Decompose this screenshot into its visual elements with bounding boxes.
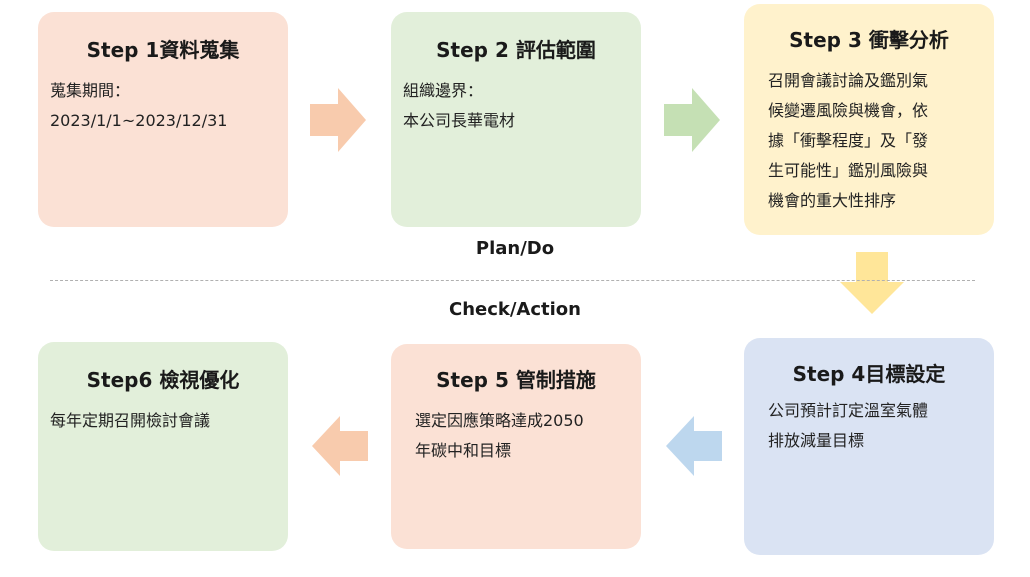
step-5-body: 選定因應策略達成2050 年碳中和目標 [415,406,584,466]
step-5-line-1: 選定因應策略達成2050 [415,411,584,430]
step-5-line-2: 年碳中和目標 [415,441,512,460]
step-6-title: Step6 檢視優化 [86,368,240,392]
step-3-body: 召開會議討論及鑑別氣 候變遷風險與機會，依 據「衝擊程度」及「發 生可能性」鑑別… [768,66,928,216]
step-2-line-1: 組織邊界： [403,81,484,100]
arrow-down-shape [840,252,904,314]
step-1-box: Step 1資料蒐集 蒐集期間： 2023/1/1~2023/12/31 [38,12,288,227]
arrow-left-shape [666,416,722,476]
arrow-right-shape [310,88,366,152]
step-2-line-2: 本公司長華電材 [403,111,516,130]
arrow-step1-to-step2 [310,88,366,152]
arrow-right-shape [664,88,720,152]
step-1-title: Step 1資料蒐集 [86,38,240,62]
step-6-body: 每年定期召開檢討會議 [50,406,210,436]
step-1-body: 蒐集期間： 2023/1/1~2023/12/31 [50,76,227,136]
step-2-box: Step 2 評估範圍 組織邊界： 本公司長華電材 [391,12,641,227]
step-3-line-5: 機會的重大性排序 [768,191,897,210]
step-4-line-1: 公司預計訂定溫室氣體 [768,401,929,420]
arrow-step3-to-step4 [840,252,904,314]
step-1-line-2: 2023/1/1~2023/12/31 [50,111,228,130]
step-6-line-1: 每年定期召開檢討會議 [50,411,211,430]
step-4-title: Step 4目標設定 [792,362,946,386]
step-5-title: Step 5 管制措施 [436,368,596,392]
step-2-body: 組織邊界： 本公司長華電材 [403,76,515,136]
step-6-box: Step6 檢視優化 每年定期召開檢討會議 [38,342,288,551]
step-4-box: Step 4目標設定 公司預計訂定溫室氣體 排放減量目標 [744,338,994,555]
step-3-line-3: 據「衝擊程度」及「發 [768,131,929,150]
step-3-line-2: 候變遷風險與機會，依 [768,101,929,120]
arrow-step5-to-step6 [312,416,368,476]
step-1-line-1: 蒐集期間： [50,81,131,100]
step-3-line-4: 生可能性」鑑別風險與 [768,161,929,180]
step-5-box: Step 5 管制措施 選定因應策略達成2050 年碳中和目標 [391,344,641,549]
check-action-label: Check/Action [448,299,581,320]
arrow-step4-to-step5 [666,416,722,476]
plan-check-divider [50,280,975,281]
step-4-line-2: 排放減量目標 [768,431,865,450]
plan-do-label: Plan/Do [475,238,555,259]
step-4-body: 公司預計訂定溫室氣體 排放減量目標 [768,396,928,456]
arrow-left-shape [312,416,368,476]
step-3-title: Step 3 衝擊分析 [789,28,949,52]
step-3-line-1: 召開會議討論及鑑別氣 [768,71,929,90]
step-2-title: Step 2 評估範圍 [436,38,596,62]
step-3-box: Step 3 衝擊分析 召開會議討論及鑑別氣 候變遷風險與機會，依 據「衝擊程度… [744,4,994,235]
arrow-step2-to-step3 [664,88,720,152]
